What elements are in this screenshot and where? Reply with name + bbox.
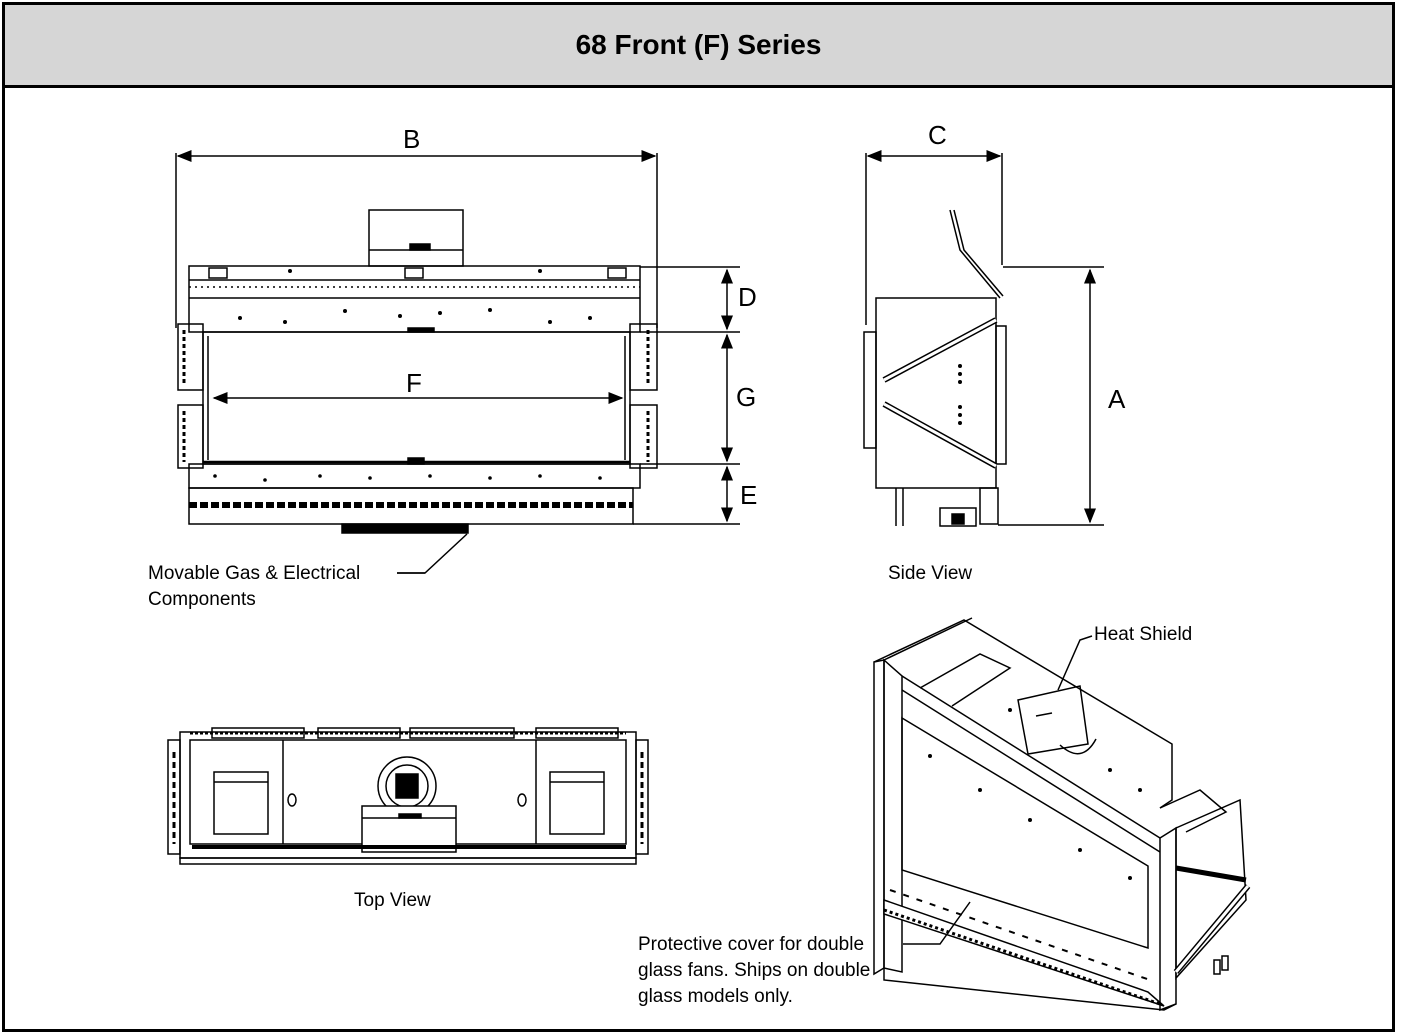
dimension-f-label: F [406,368,422,398]
side-view-label: Side View [888,563,973,584]
dimension-c-label: C [928,120,947,150]
front-view [175,150,740,574]
gas-components-label-line2: Components [148,589,256,610]
dimension-b-label: B [403,124,421,154]
dimension-a-label: A [1108,384,1126,414]
side-view [863,150,1104,527]
heat-shield-label: Heat Shield [1094,624,1193,645]
dimension-g-label: G [736,382,757,412]
dimension-d-label: D [738,282,757,312]
top-view [167,727,649,865]
page-title: 68 Front (F) Series [575,29,822,60]
protective-cover-label-line2: glass fans. Ships on double [638,960,871,981]
title-bar: 68 Front (F) Series [5,5,1392,88]
protective-cover-label-line1: Protective cover for double [638,934,865,955]
isometric-view [873,617,1251,1012]
protective-cover-label-line3: glass models only. [638,986,793,1007]
gas-components-label-line1: Movable Gas & Electrical [148,563,361,584]
top-view-label: Top View [354,890,431,911]
dimension-e-label: E [740,480,758,510]
